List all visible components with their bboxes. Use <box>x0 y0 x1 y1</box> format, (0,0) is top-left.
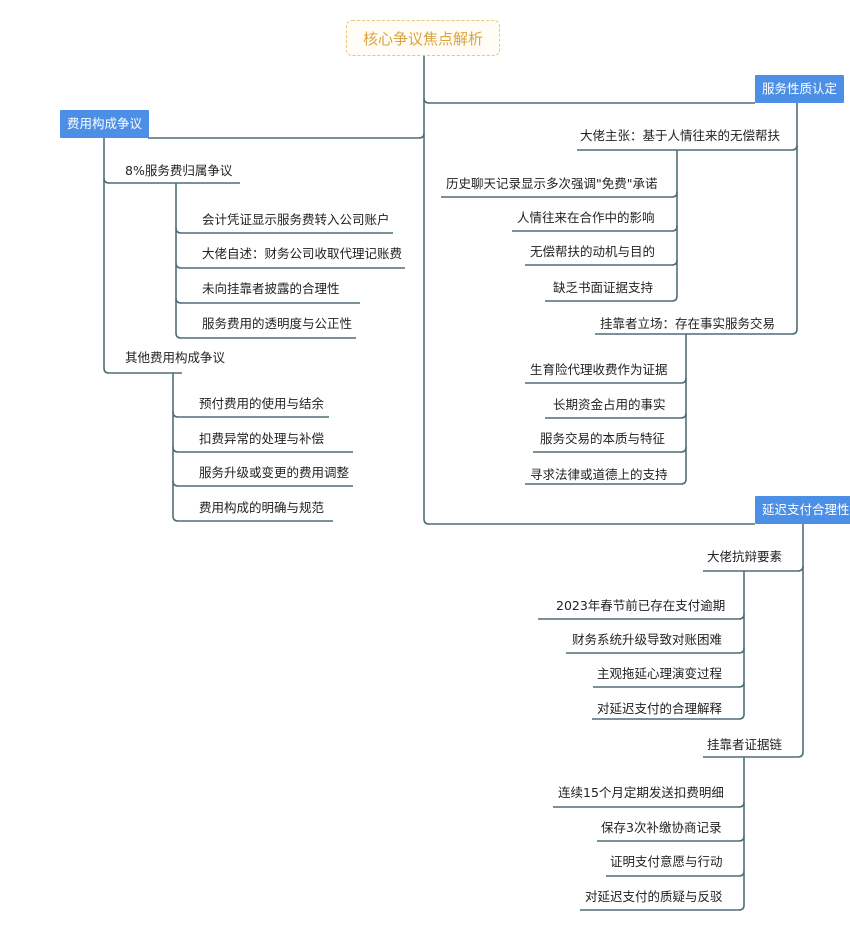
edge-delay-g1-i3 <box>593 681 745 688</box>
edge-service-g2-stem <box>525 334 687 485</box>
edge-service-g2-i1 <box>525 377 687 384</box>
list-item[interactable]: 预付费用的使用与结余 <box>199 396 325 411</box>
edge-service-g1-stem <box>545 150 678 302</box>
list-item[interactable]: 生育险代理收费作为证据 <box>530 362 668 377</box>
edge-service-g1-i1 <box>441 191 678 198</box>
topic-service-nature[interactable]: 服务性质认定 <box>755 75 845 103</box>
list-item[interactable]: 证明支付意愿与行动 <box>610 854 723 869</box>
list-item[interactable]: 人情往来在合作中的影响 <box>517 210 655 225</box>
edge-delay-g2-i1 <box>553 801 745 808</box>
list-item[interactable]: 大佬自述：财务公司收取代理记账费 <box>202 246 403 261</box>
edge-service-g2-i2 <box>545 412 687 419</box>
edge-fee-g2-i1 <box>172 411 329 418</box>
edge-service-g1-i2 <box>512 225 678 232</box>
edge-fee-g1-i1 <box>175 227 393 234</box>
delay-group-affiliate-evidence[interactable]: 挂靠者证据链 <box>707 737 783 752</box>
list-item[interactable]: 扣费异常的处理与补偿 <box>199 431 325 446</box>
list-item[interactable]: 费用构成的明确与规范 <box>199 500 325 515</box>
list-item[interactable]: 2023年春节前已存在支付逾期 <box>556 598 726 613</box>
edge-fee-g1-stem <box>175 183 356 339</box>
edge-fee-g1-i2 <box>175 262 405 269</box>
list-item[interactable]: 财务系统升级导致对账困难 <box>572 632 723 647</box>
list-item[interactable]: 历史聊天记录显示多次强调"免费"承诺 <box>446 176 658 191</box>
topic-fee-composition[interactable]: 费用构成争议 <box>60 110 150 138</box>
root-topic[interactable]: 核心争议焦点解析 <box>346 20 500 56</box>
edge-delay-g2-i2 <box>597 835 745 842</box>
edge-delay-g1 <box>703 565 804 572</box>
list-item[interactable]: 连续15个月定期发送扣费明细 <box>558 785 724 800</box>
edge-delay-g2-i3 <box>606 870 745 877</box>
fee-group-other[interactable]: 其他费用构成争议 <box>125 350 226 365</box>
edge-root-fee <box>148 132 425 139</box>
list-item[interactable]: 缺乏书面证据支持 <box>553 280 654 295</box>
fee-group-service-charge[interactable]: 8%服务费归属争议 <box>125 163 233 178</box>
edge-fee-g1 <box>103 177 240 184</box>
service-group-boss-claim[interactable]: 大佬主张：基于人情往来的无偿帮扶 <box>580 128 781 143</box>
edge-delay-g1-i2 <box>566 647 745 654</box>
edge-delay-g1-stem <box>592 571 745 720</box>
edge-service-trunk <box>595 103 798 335</box>
service-group-affiliate-position[interactable]: 挂靠者立场：存在事实服务交易 <box>600 316 776 331</box>
edge-fee-g2-i3 <box>172 480 353 487</box>
edge-service-g1 <box>577 144 798 151</box>
edge-delay-g1-i1 <box>538 613 745 620</box>
edge-delay-trunk <box>703 524 804 758</box>
delay-group-boss-defense[interactable]: 大佬抗辩要素 <box>707 549 783 564</box>
edge-fee-g2-i2 <box>172 446 353 453</box>
list-item[interactable]: 对延迟支付的质疑与反驳 <box>585 889 723 904</box>
edge-delay-g2-stem <box>580 757 745 911</box>
list-item[interactable]: 未向挂靠者披露的合理性 <box>202 281 340 296</box>
trunk-line <box>423 56 755 525</box>
list-item[interactable]: 服务费用的透明度与公正性 <box>202 316 353 331</box>
list-item[interactable]: 服务升级或变更的费用调整 <box>199 465 350 480</box>
list-item[interactable]: 会计凭证显示服务费转入公司账户 <box>202 212 390 227</box>
edge-fee-g2-stem <box>172 373 333 522</box>
edge-fee-g1-i3 <box>175 297 360 304</box>
list-item[interactable]: 服务交易的本质与特征 <box>540 431 666 446</box>
list-item[interactable]: 主观拖延心理演变过程 <box>597 666 723 681</box>
topic-delayed-payment[interactable]: 延迟支付合理性 <box>755 496 850 524</box>
list-item[interactable]: 保存3次补缴协商记录 <box>601 820 722 835</box>
edge-root-service <box>423 97 755 104</box>
list-item[interactable]: 无偿帮扶的动机与目的 <box>530 244 656 259</box>
list-item[interactable]: 长期资金占用的事实 <box>553 397 666 412</box>
edge-fee-trunk <box>103 138 182 374</box>
list-item[interactable]: 对延迟支付的合理解释 <box>597 701 723 716</box>
edge-service-g2-i3 <box>533 446 687 453</box>
list-item[interactable]: 寻求法律或道德上的支持 <box>530 467 668 482</box>
edge-service-g1-i3 <box>525 259 678 266</box>
